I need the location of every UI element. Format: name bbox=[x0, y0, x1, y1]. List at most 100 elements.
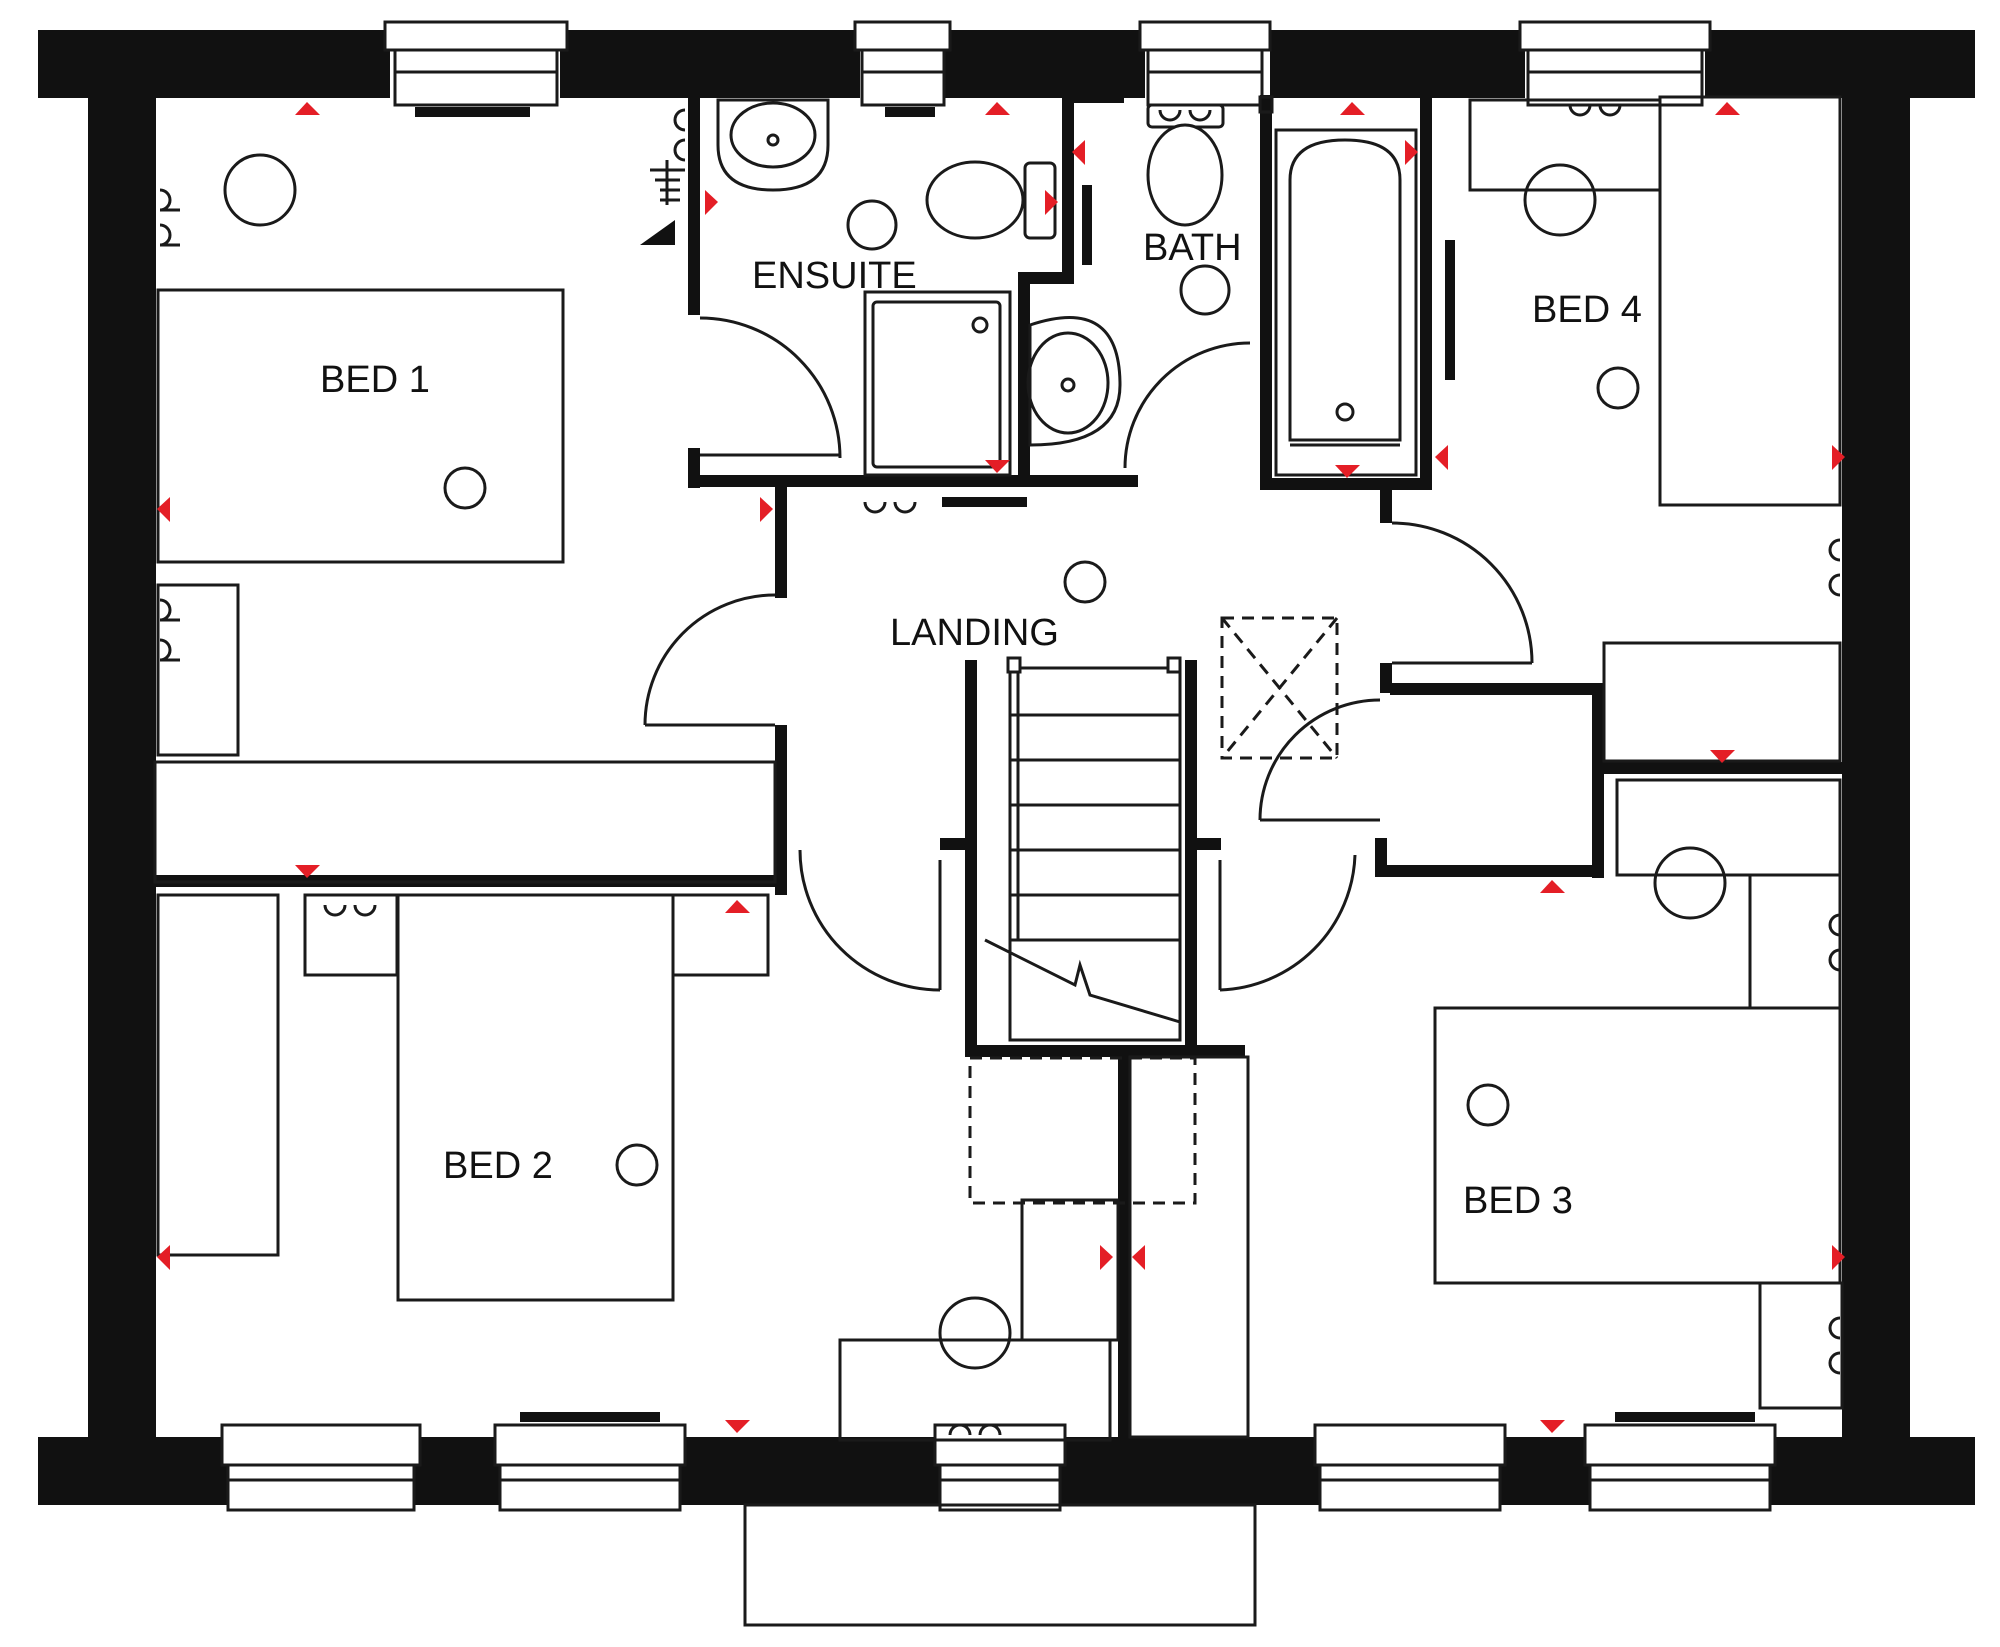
socket-icon bbox=[323, 904, 377, 917]
light-icon bbox=[938, 1296, 1012, 1370]
staircase bbox=[984, 656, 1182, 1042]
marker-icon bbox=[1540, 1420, 1565, 1433]
marker-icon bbox=[1832, 1245, 1845, 1270]
marker-icon bbox=[1405, 140, 1418, 165]
bed2-desk bbox=[838, 1338, 1112, 1442]
bed2-bed bbox=[396, 893, 675, 1302]
socket-icon bbox=[159, 188, 180, 247]
socket-icon bbox=[159, 598, 180, 662]
room-label-ensuite: ENSUITE bbox=[752, 255, 917, 297]
marker-icon bbox=[295, 102, 320, 115]
shower-tray bbox=[863, 290, 1012, 477]
marker-icon bbox=[157, 497, 170, 522]
bed2-bedside-right bbox=[671, 893, 770, 977]
window-bottom-bed2-left bbox=[220, 1423, 422, 1512]
marker-icon bbox=[1540, 880, 1565, 893]
socket-icon bbox=[948, 1423, 1002, 1436]
room-label-bed2: BED 2 bbox=[443, 1145, 553, 1187]
socket-icon bbox=[1828, 538, 1841, 597]
projection-outline bbox=[743, 1503, 1257, 1627]
marker-icon bbox=[725, 1420, 750, 1433]
marker-icon bbox=[985, 460, 1010, 473]
bed4-desk bbox=[1468, 98, 1662, 192]
shower-tray-inner bbox=[871, 300, 1002, 469]
bed4-bed bbox=[1658, 95, 1842, 507]
window-bottom-box bbox=[933, 1423, 1067, 1512]
socket-icon bbox=[1828, 913, 1841, 972]
marker-icon bbox=[1832, 445, 1845, 470]
window-top-bed4 bbox=[1518, 20, 1712, 107]
vent-icon bbox=[640, 220, 675, 245]
bed1-bed bbox=[156, 288, 565, 564]
marker-icon bbox=[1100, 1245, 1113, 1270]
marker-icon bbox=[1715, 102, 1740, 115]
doors bbox=[643, 316, 1534, 992]
light-icon bbox=[443, 466, 487, 510]
windows bbox=[220, 20, 1777, 1512]
light-icon bbox=[1523, 163, 1597, 237]
marker-icon bbox=[1435, 445, 1448, 470]
radiator-icon bbox=[520, 1412, 660, 1422]
room-label-landing: LANDING bbox=[890, 612, 1059, 654]
room-label-bath: BATH bbox=[1143, 227, 1242, 269]
marker-icon bbox=[295, 865, 320, 878]
light-icon bbox=[223, 153, 297, 227]
socket-icon bbox=[1568, 104, 1622, 117]
loft-hatch bbox=[1220, 616, 1339, 760]
electrical-markers bbox=[157, 102, 1845, 1433]
external-walls bbox=[38, 30, 1975, 1505]
light-icon bbox=[1179, 264, 1231, 316]
bed2-bedside-left bbox=[303, 893, 399, 977]
window-bottom-bed2-right bbox=[493, 1423, 687, 1512]
bed1-cupboard bbox=[153, 760, 777, 884]
window-top-bath bbox=[1138, 20, 1272, 107]
bed1-wardrobe bbox=[156, 583, 240, 757]
window-bottom-bed3-left bbox=[1313, 1423, 1507, 1512]
radiator-icon bbox=[415, 107, 530, 117]
socket-icon bbox=[1828, 1316, 1841, 1375]
bed2-wardrobe bbox=[156, 893, 280, 1257]
socket-icon bbox=[863, 501, 917, 514]
marker-icon bbox=[1072, 140, 1085, 165]
bed3-bedside-top bbox=[1748, 873, 1842, 1010]
internal-walls bbox=[155, 95, 1844, 1440]
bed2-store bbox=[1020, 1198, 1120, 1342]
ensuite-wc bbox=[925, 160, 1025, 240]
light-icon bbox=[615, 1143, 659, 1187]
marker-icon bbox=[725, 900, 750, 913]
window-top-bed1 bbox=[383, 20, 569, 107]
bed3-bedside-bottom bbox=[1758, 1281, 1844, 1410]
bathtub bbox=[1274, 128, 1418, 477]
marker-icon bbox=[1335, 465, 1360, 478]
radiator-icon bbox=[1445, 240, 1455, 380]
marker-icon bbox=[1045, 190, 1058, 215]
radiator-icon bbox=[885, 107, 935, 117]
window-top-ensuite bbox=[853, 20, 952, 107]
light-points bbox=[223, 153, 1727, 1370]
socket-icon bbox=[673, 108, 686, 162]
bed3-bed bbox=[1433, 1006, 1842, 1285]
bed4-cupboard bbox=[1602, 641, 1842, 763]
marker-icon bbox=[985, 102, 1010, 115]
socket-icon bbox=[1158, 109, 1212, 122]
room-label-bed3: BED 3 bbox=[1463, 1180, 1573, 1222]
radiators bbox=[415, 107, 1755, 1422]
room-label-bed1: BED 1 bbox=[320, 359, 430, 401]
marker-icon bbox=[705, 190, 718, 215]
fan-icon bbox=[650, 160, 685, 205]
stair-bulkhead bbox=[968, 1056, 1197, 1205]
radiator-icon bbox=[942, 497, 1027, 507]
radiator-icon bbox=[1615, 1412, 1755, 1422]
furniture bbox=[153, 95, 1844, 1442]
light-icon bbox=[1063, 560, 1107, 604]
bed3-store bbox=[1128, 1055, 1250, 1439]
marker-icon bbox=[1132, 1245, 1145, 1270]
marker-icon bbox=[1340, 102, 1365, 115]
marker-icon bbox=[157, 1245, 170, 1270]
sockets bbox=[159, 104, 1841, 1436]
light-icon bbox=[1596, 366, 1640, 410]
light-icon bbox=[1653, 846, 1727, 920]
light-icon bbox=[846, 199, 898, 251]
light-icon bbox=[1466, 1083, 1510, 1127]
